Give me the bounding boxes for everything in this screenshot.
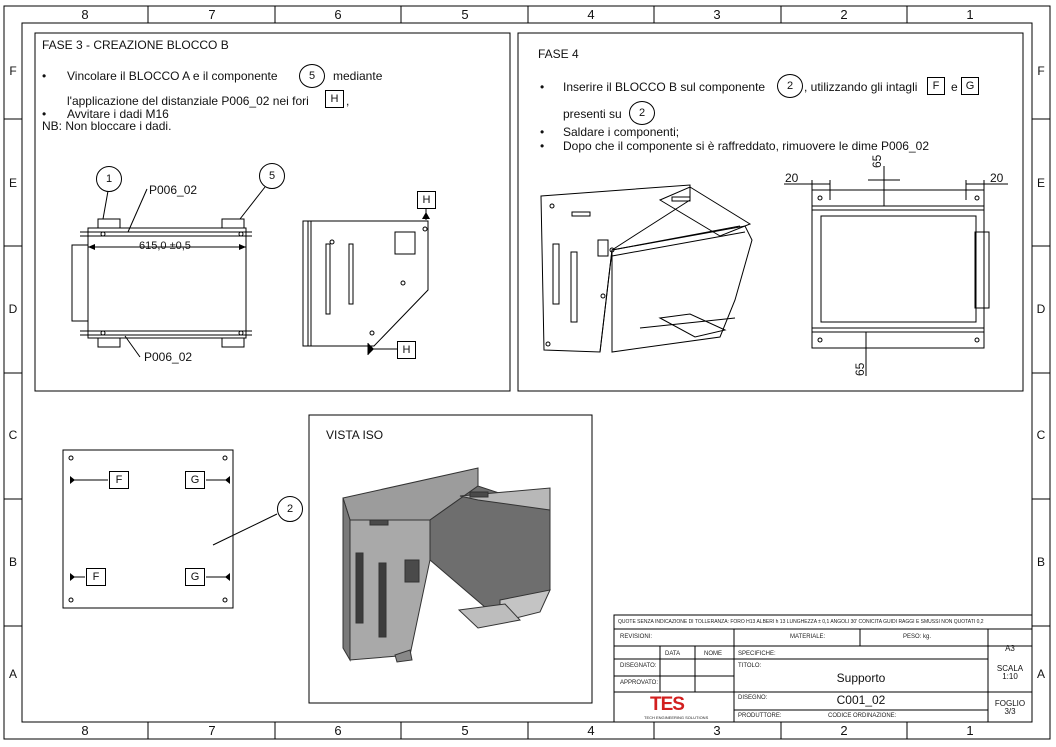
zone-label-b: B [1036, 555, 1045, 569]
callout-2-inline-b: 2 [629, 101, 655, 125]
fase3-step1-comma: , [346, 94, 350, 108]
zone-label-6: 6 [334, 723, 342, 738]
tb-disegno-label: DISEGNO: [738, 695, 768, 701]
zone-label-3: 3 [713, 723, 721, 738]
label-p006-top: P006_02 [149, 183, 198, 197]
tb-disegnato-label: DISEGNATO: [620, 663, 657, 669]
tb-materiale-label: MATERIALE: [790, 634, 826, 640]
fase3-step2-text: Avvitare i dadi M16 [67, 107, 169, 121]
fase3-step1-text-end: mediante [333, 69, 383, 83]
tag-f-inline: F [927, 77, 945, 95]
dimension-615: 615,0 ±0,5 [139, 240, 191, 252]
fase4-step1-text-b: , utilizzando gli intagli [804, 80, 918, 94]
fase3-step1-text: Vincolare il BLOCCO A e il componente [67, 69, 278, 83]
bullet: • [42, 69, 47, 83]
callout-1: 1 [96, 166, 122, 192]
zone-label-2: 2 [840, 7, 848, 22]
tb-scala-value: 1:10 [1002, 672, 1018, 681]
tb-titolo-label: TITOLO: [738, 663, 762, 669]
tb-peso-unit: kg. [923, 634, 932, 640]
dimension-20-right: 20 [990, 171, 1004, 185]
zone-label-a: A [1036, 667, 1045, 681]
fase4-step1-and: e [951, 80, 958, 94]
tag-g-inline: G [961, 77, 979, 95]
tb-data-col: DATA [665, 651, 681, 657]
logo-subtitle: TECH ENGINEERING SOLUTIONS [644, 715, 709, 720]
zone-label-e: E [1036, 176, 1045, 190]
zone-label-c: C [8, 428, 18, 442]
tag-h-bottom: H [397, 341, 416, 359]
tag-h-top: H [417, 191, 436, 209]
zone-label-b: B [8, 555, 17, 569]
tb-produttore-label: PRODUTTORE: [738, 713, 782, 719]
zone-label-6: 6 [334, 7, 342, 22]
zone-label-5: 5 [461, 7, 469, 22]
zone-label-a: A [8, 667, 17, 681]
tb-codice-label: CODICE ORDINAZIONE: [828, 713, 897, 719]
zone-label-4: 4 [587, 7, 595, 22]
zone-label-8: 8 [81, 723, 89, 738]
tb-nome-col: NOME [704, 651, 722, 657]
company-logo: TES [650, 694, 685, 716]
zone-label-d: D [1036, 302, 1046, 316]
tolerance-note: QUOTE SENZA INDICAZIONE DI TOLLERANZA: F… [618, 619, 984, 625]
dimension-20-left: 20 [785, 171, 799, 185]
zone-label-f: F [1037, 64, 1045, 78]
tb-titolo-value: Supporto [836, 671, 886, 685]
tb-foglio-label: FOGLIO [994, 699, 1026, 708]
bullet: • [540, 80, 545, 94]
dimension-65-top: 65 [870, 154, 884, 168]
callout-5-inline: 5 [299, 64, 325, 88]
tag-g-bottom: G [185, 568, 205, 586]
zone-label-c: C [1036, 428, 1046, 442]
zone-label-e: E [8, 176, 17, 190]
tb-specifiche-label: SPECIFICHE: [738, 651, 776, 657]
fase4-step2-text: Saldare i componenti; [563, 125, 680, 139]
vista-iso-title: VISTA ISO [326, 428, 384, 442]
tag-f-top: F [109, 471, 129, 489]
tb-peso-label: PESO: [903, 634, 922, 640]
tb-sheet-size: A3 [1005, 644, 1015, 653]
zone-label-1: 1 [966, 723, 974, 738]
bullet: • [42, 107, 47, 121]
tb-foglio-value: 3/3 [1004, 707, 1016, 716]
fase4-title: FASE 4 [538, 47, 579, 61]
zone-label-1: 1 [966, 7, 974, 22]
tag-g-top: G [185, 471, 205, 489]
zone-label-8: 8 [81, 7, 89, 22]
callout-2-inline: 2 [777, 74, 803, 98]
zone-label-4: 4 [587, 723, 595, 738]
tag-f-bottom: F [86, 568, 106, 586]
zone-label-d: D [8, 302, 18, 316]
zone-label-5: 5 [461, 723, 469, 738]
tb-scala-label: SCALA [996, 664, 1024, 673]
fase4-step3-text: Dopo che il componente si è raffreddato,… [563, 139, 929, 153]
tb-disegno-value: C001_02 [836, 693, 886, 707]
fase3-step1-text-2: l'applicazione del distanziale P006_02 n… [67, 94, 309, 108]
fase4-step1-text: Inserire il BLOCCO B sul componente [563, 80, 766, 94]
tag-h-inline: H [325, 90, 344, 108]
logo-text: TES [650, 694, 685, 715]
zone-label-7: 7 [208, 723, 216, 738]
zone-label-3: 3 [713, 7, 721, 22]
zone-label-f: F [9, 64, 17, 78]
fase3-note: NB: Non bloccare i dadi. [42, 119, 172, 133]
fase3-title: FASE 3 - CREAZIONE BLOCCO B [42, 38, 229, 52]
tb-approvato-label: APPROVATO: [620, 680, 659, 686]
callout-5: 5 [259, 163, 285, 189]
zone-label-2: 2 [840, 723, 848, 738]
bullet: • [540, 125, 545, 139]
callout-2: 2 [277, 496, 303, 522]
fase4-step1-text-c: presenti su [563, 107, 622, 121]
zone-label-7: 7 [208, 7, 216, 22]
label-p006-bottom: P006_02 [144, 350, 193, 364]
tb-revisioni-label: REVISIONI: [620, 634, 653, 640]
dimension-65-bottom: 65 [853, 362, 867, 376]
bullet: • [540, 139, 545, 153]
